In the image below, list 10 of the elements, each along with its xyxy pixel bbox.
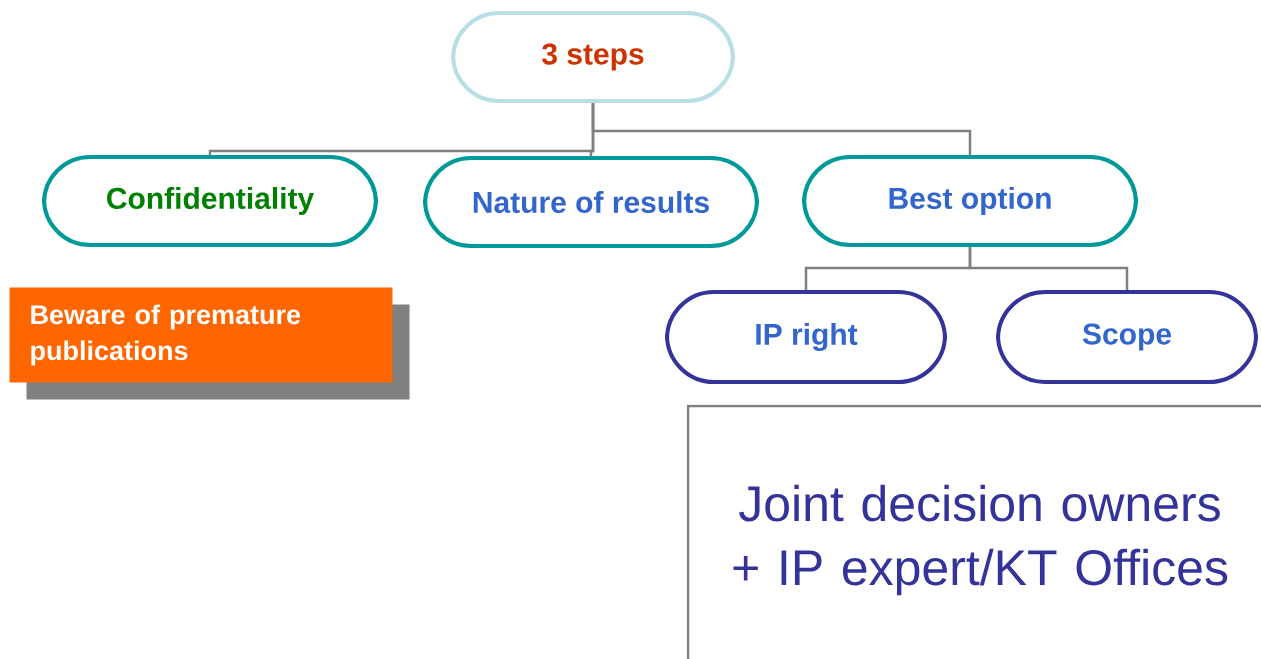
- rounded-box: Best option: [802, 155, 1138, 247]
- rounded-box: Confidentiality: [42, 155, 378, 247]
- rounded-box: IP right: [665, 290, 947, 384]
- rounded-box: Nature of results: [423, 156, 759, 248]
- text-panel: Joint decision owners + IP expert/KT Offices: [686, 404, 1261, 659]
- rounded-box: Scope: [996, 290, 1258, 384]
- connector-line: [968, 247, 1129, 290]
- shadowed-box: Beware of premature publications: [9, 287, 410, 400]
- rounded-box: 3 steps: [451, 11, 735, 103]
- connector-line: [591, 103, 972, 155]
